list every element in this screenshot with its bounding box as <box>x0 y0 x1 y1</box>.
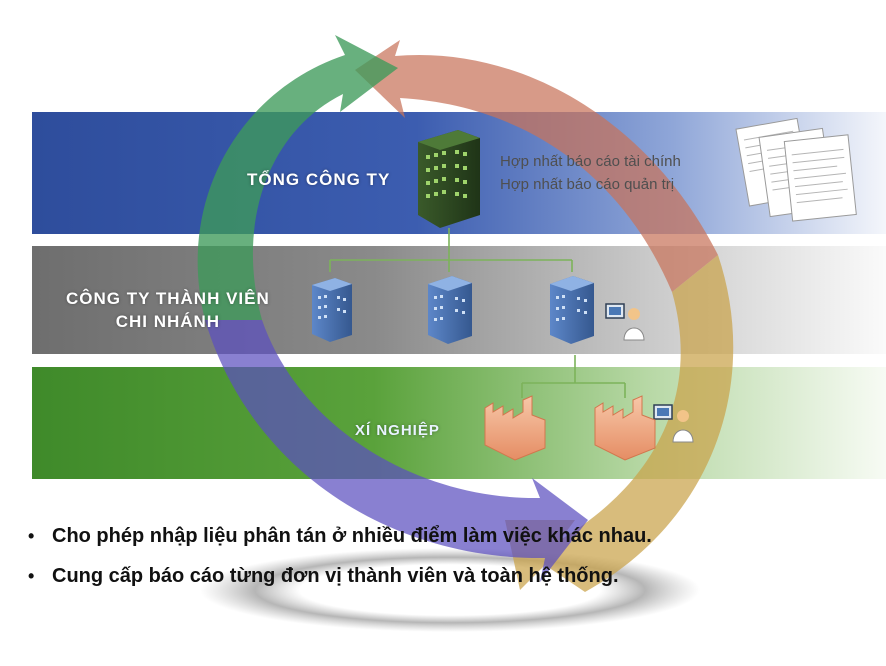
bullet-dot-icon: • <box>28 526 35 546</box>
tier-band-factory <box>32 367 886 479</box>
factory-icon <box>594 395 656 461</box>
factory-icon <box>484 395 546 461</box>
member-building-icon <box>312 278 352 342</box>
workstation-user-icon <box>605 303 645 341</box>
workstation-user-icon <box>653 404 694 443</box>
arrow-gold <box>505 255 734 592</box>
tier-label-factory: XÍ NGHIỆP <box>355 422 440 439</box>
consolidation-note-line2: Hợp nhất báo cáo quản trị <box>500 176 675 193</box>
feature-bullet: • Cung cấp báo cáo từng đơn vị thành viên… <box>28 556 652 596</box>
report-documents-icon <box>735 117 857 222</box>
tier-label-member-company: CÔNG TY THÀNH VIÊN CHI NHÁNH <box>66 287 270 333</box>
feature-bullet-text: Cho phép nhập liệu phân tán ở nhiều điểm… <box>52 525 652 547</box>
tier-label-corporation: TỔNG CÔNG TY <box>247 170 391 189</box>
member-building-icon <box>550 276 594 344</box>
arrow-green <box>197 35 398 320</box>
consolidation-note-line1: Hợp nhất báo cáo tài chính <box>500 153 681 170</box>
feature-bullet-text: Cung cấp báo cáo từng đơn vị thành viên … <box>52 565 619 587</box>
arrow-salmon <box>355 40 718 292</box>
arrow-purple <box>205 320 588 582</box>
feature-bullet-list: • Cho phép nhập liệu phân tán ở nhiều điể… <box>28 516 652 596</box>
tier-label-member-company-line2: CHI NHÁNH <box>115 312 221 331</box>
headquarters-building-icon <box>418 130 480 228</box>
bullet-dot-icon: • <box>28 566 35 586</box>
feature-bullet: • Cho phép nhập liệu phân tán ở nhiều điể… <box>28 516 652 556</box>
member-building-icon <box>428 276 472 344</box>
consolidation-note: Hợp nhất báo cáo tài chính Hợp nhất báo … <box>500 150 681 196</box>
tier-label-member-company-line1: CÔNG TY THÀNH VIÊN <box>66 289 270 308</box>
connector-lines <box>329 228 626 398</box>
